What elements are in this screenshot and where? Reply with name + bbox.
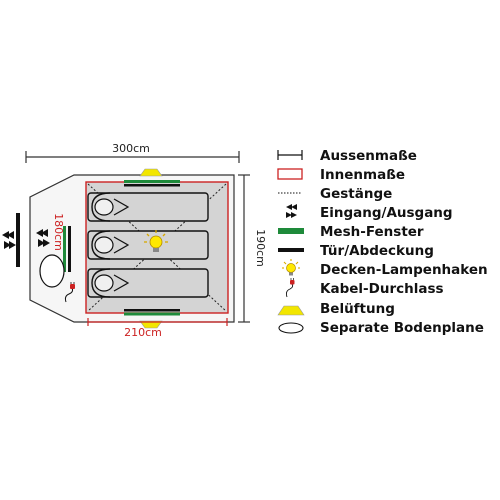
legend-label-vent: Belüftung xyxy=(320,301,395,317)
outer-dimension-icon xyxy=(277,150,303,160)
legend: Aussenmaße Innenmaße Gestänge Eingang/Au… xyxy=(277,148,488,336)
ventilation-icon xyxy=(277,305,305,316)
inner-depth-label: 180cm xyxy=(52,213,65,251)
groundsheet-icon xyxy=(39,254,65,288)
cable-port-icon xyxy=(64,282,75,303)
inner-dimension-icon xyxy=(277,168,303,180)
sleeping-bag-2 xyxy=(87,230,209,260)
legend-label-groundsheet: Separate Bodenplane xyxy=(320,320,484,336)
door-cover-icon xyxy=(278,248,304,252)
outer-width-label: 300cm xyxy=(112,142,150,155)
entrance-arrows-outer xyxy=(2,231,16,249)
sleeping-bag-3 xyxy=(87,268,209,298)
outer-width-dimension xyxy=(25,151,240,163)
outer-depth-dimension xyxy=(238,174,250,323)
cable-port-legend-icon xyxy=(285,278,295,298)
lamp-hook-legend-icon xyxy=(282,259,300,276)
mesh-window-entrance xyxy=(63,226,71,272)
ventilation-bottom xyxy=(139,320,163,329)
legend-label-pole: Gestänge xyxy=(320,186,392,202)
legend-label-lamp: Decken-Lampenhaken xyxy=(320,262,488,278)
inner-width-dimension xyxy=(87,318,228,326)
legend-label-entrance: Eingang/Ausgang xyxy=(320,205,453,221)
legend-label-door: Tür/Abdeckung xyxy=(320,243,434,259)
entrance-door xyxy=(16,213,20,267)
lamp-hook-icon xyxy=(144,230,168,252)
legend-label-mesh: Mesh-Fenster xyxy=(320,224,424,240)
entrance-icon xyxy=(286,204,297,218)
outer-depth-label: 190cm xyxy=(254,229,267,267)
mesh-window-bottom xyxy=(124,309,180,316)
legend-label-cable: Kabel-Durchlass xyxy=(320,281,444,297)
sleeping-bag-1 xyxy=(87,192,209,222)
legend-label-inner: Innenmaße xyxy=(320,167,405,183)
mesh-window-top xyxy=(124,180,180,187)
legend-label-outer: Aussenmaße xyxy=(320,148,417,164)
entrance-arrows-inner xyxy=(36,229,50,247)
ventilation-top xyxy=(139,168,163,177)
groundsheet-legend-icon xyxy=(278,322,304,334)
inner-width-label: 210cm xyxy=(124,326,162,339)
mesh-window-icon xyxy=(278,228,304,234)
